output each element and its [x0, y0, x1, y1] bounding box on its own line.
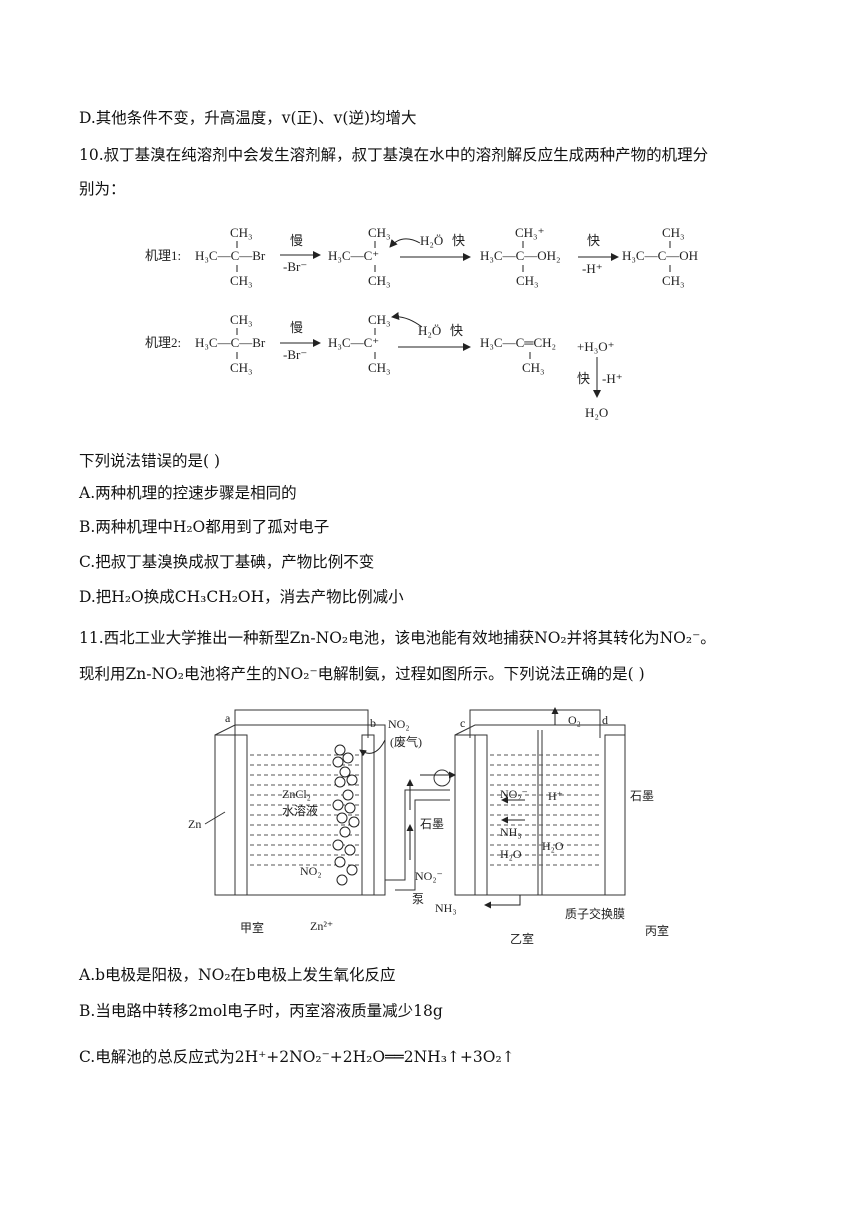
fast-label-2: 快: [587, 233, 600, 248]
membrane-label: 质子交换膜: [565, 906, 625, 921]
svg-text:CH₃⁺: CH₃⁺: [515, 225, 544, 240]
option-d-previous: D.其他条件不变，升高温度，v(正)、v(逆)均增大: [79, 109, 417, 127]
no2-minus-cell-label: NO₂⁻: [500, 787, 528, 801]
question-10-option-a: A.两种机理的控速步骤是相同的: [79, 484, 297, 502]
no2-in-cell-label: NO₂: [300, 864, 322, 878]
room-bing-label: 丙室: [645, 923, 669, 938]
question-10-ask: 下列说法错误的是( ): [79, 452, 221, 470]
svg-text:CH₃: CH₃: [230, 360, 253, 375]
solution-label: 水溶液: [282, 803, 318, 818]
question-11-option-a: A.b电极是阳极，NO₂在b电极上发生氧化反应: [79, 966, 396, 984]
room-jia-label: 甲室: [240, 920, 264, 935]
room-yi-label: 乙室: [510, 931, 534, 945]
fast-label-4: 快: [577, 371, 590, 386]
electrode-a-label: a: [225, 711, 231, 725]
svg-text:CH₃: CH₃: [368, 225, 391, 240]
question-10-option-d: D.把H₂O换成CH₃CH₂OH，消去产物比例减小: [79, 588, 404, 606]
zncl2-label: ZnCl₂: [282, 787, 311, 801]
svg-text:H₃C—C—Br: H₃C—C—Br: [195, 248, 266, 263]
minus-br-label-1: -Br⁻: [283, 259, 307, 274]
zinc-label: Zn: [188, 817, 201, 831]
electrode-c-label: c: [460, 716, 465, 730]
mechanism-1-label: 机理1:: [145, 248, 181, 263]
graphite-left-label: 石墨: [420, 817, 444, 831]
svg-text:CH₃: CH₃: [230, 225, 253, 240]
question-11-option-c: C.电解池的总反应式为2H⁺+2NO₂⁻+2H₂O══2NH₃↑+3O₂↑: [79, 1048, 515, 1066]
question-10-stem-line1: 10.叔丁基溴在纯溶剂中会发生溶剂解，叔丁基溴在水中的溶剂解反应生成两种产物的机…: [79, 146, 709, 164]
no2-gas-label: NO₂: [388, 717, 410, 731]
question-11-stem-line1: 11.西北工业大学推出一种新型Zn-NO₂电池，该电池能有效地捕获NO₂并将其转…: [79, 629, 716, 647]
water-nucleophile-1: H₂Ö: [420, 233, 443, 248]
svg-text:CH₃: CH₃: [522, 360, 545, 375]
svg-text:H₃C—C⁺: H₃C—C⁺: [328, 335, 379, 350]
svg-text:CH₃: CH₃: [368, 312, 391, 327]
svg-text:H₃C—C═CH₂: H₃C—C═CH₂: [480, 335, 556, 350]
waste-gas-label: (废气): [390, 734, 422, 749]
question-10-option-c: C.把叔丁基溴换成叔丁基碘，产物比例不变: [79, 553, 375, 571]
water-base-2: H₂Ö: [418, 323, 441, 338]
question-10-option-b: B.两种机理中H₂O都用到了孤对电子: [79, 518, 330, 536]
slow-label-2: 慢: [290, 320, 303, 335]
water-product: H₂O: [585, 405, 608, 420]
no2-minus-pipe-label: NO₂⁻: [415, 869, 443, 883]
question-11-option-b: B.当电路中转移2mol电子时，丙室溶液质量减少18g: [79, 1002, 443, 1020]
svg-text:CH₃: CH₃: [662, 225, 685, 240]
pump-label: 泵: [412, 892, 424, 906]
h2o-left-label: H₂O: [500, 847, 522, 861]
question-11-stem-line2: 现利用Zn-NO₂电池将产生的NO₂⁻电解制氨，过程如图所示。下列说法正确的是(…: [79, 665, 645, 683]
mechanism-2-label: 机理2:: [145, 335, 181, 350]
graphite-right-label: 石墨: [630, 789, 654, 803]
hydronium-label: +H₃O⁺: [577, 339, 615, 354]
svg-text:CH₃: CH₃: [368, 273, 391, 288]
o2-label: O₂: [568, 713, 581, 727]
minus-h-label-2: -H⁺: [602, 371, 623, 386]
h2o-right-label: H₂O: [542, 839, 564, 853]
electrode-b-label: b: [370, 716, 376, 730]
mechanism-figure: 机理1: H₃C—C—Br CH₃ CH₃ 慢 -Br⁻ H₃C—C⁺ CH₃ …: [145, 225, 698, 420]
svg-text:CH₃: CH₃: [516, 273, 539, 288]
svg-text:CH₃: CH₃: [230, 312, 253, 327]
svg-text:CH₃: CH₃: [662, 273, 685, 288]
svg-text:H₃C—C—OH: H₃C—C—OH: [622, 248, 698, 263]
electrolysis-figure: a b c d NO₂ (废气) ZnCl₂ 水溶液 Zn NO₂ NO₂⁻ 石…: [188, 707, 669, 945]
zn2-label: Zn²⁺: [310, 919, 333, 933]
svg-text:H₃C—C⁺: H₃C—C⁺: [328, 248, 379, 263]
svg-text:H₃C—C—Br: H₃C—C—Br: [195, 335, 266, 350]
h-plus-label: H⁺: [548, 789, 563, 803]
fast-label-3: 快: [450, 323, 463, 338]
minus-h-label-1: -H⁺: [582, 261, 603, 276]
nh3-out-label: NH₃: [435, 901, 457, 915]
nh3-cell-label: NH₃: [500, 825, 522, 839]
svg-text:CH₃: CH₃: [368, 360, 391, 375]
electrode-d-label: d: [602, 713, 608, 727]
question-10-stem-line2: 别为：: [79, 180, 126, 198]
svg-text:H₃C—C—OH₂: H₃C—C—OH₂: [480, 248, 561, 263]
fast-label-1: 快: [452, 233, 465, 248]
minus-br-label-2: -Br⁻: [283, 347, 307, 362]
svg-text:CH₃: CH₃: [230, 273, 253, 288]
slow-label-1: 慢: [290, 233, 303, 248]
